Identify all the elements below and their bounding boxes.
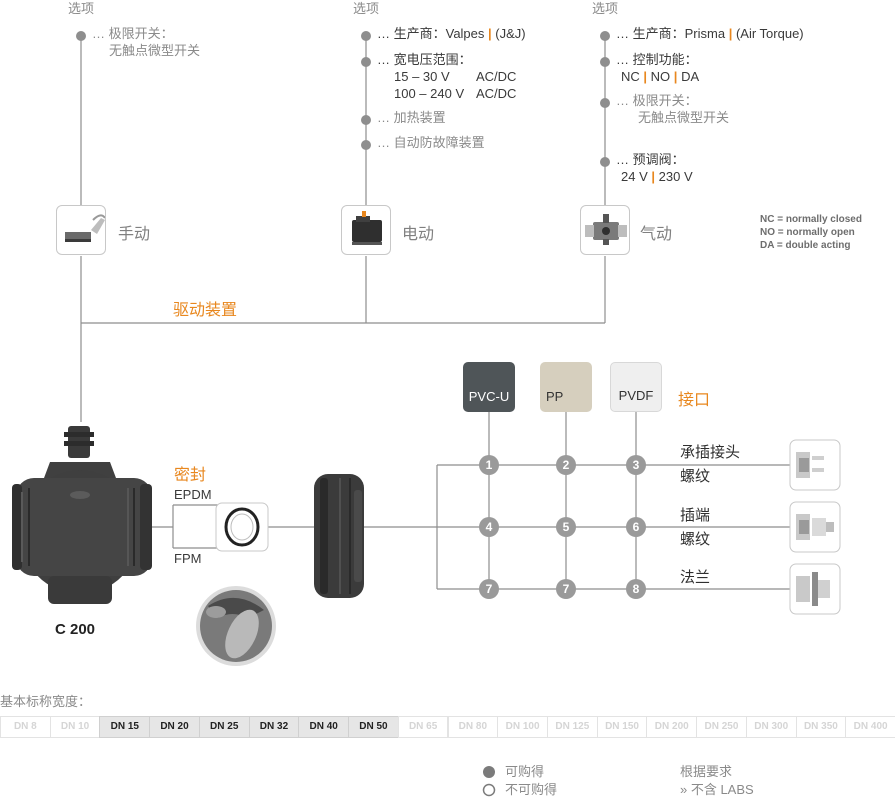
abbreviation-legend: NC = normally closed NO = normally open … [760,214,862,251]
connection-node: 2 [556,455,576,475]
seal-section-label: 密封 [174,467,207,484]
legend-unavailable-label: 不可购得 [505,782,558,797]
option-bullet [361,140,371,150]
material-tile-pvc-u: PVC-U [463,362,515,412]
manual-option-header: 选项 [68,1,95,16]
valve-name: C 200 [55,621,96,638]
dn-size-cell: DN 150 [596,716,648,738]
note-no-labs: » 不含 LABS [680,782,754,797]
dn-size-cell: DN 15 [99,716,151,738]
dn-size-cell: DN 65 [397,716,449,738]
pneumatic-option-limit-switch: … 极限开关： 无触点微型开关 [616,93,730,125]
manual-actuator-icon [56,205,106,255]
connection-node: 4 [479,517,499,537]
material-tile-pvdf: PVDF [610,362,662,412]
connection-section-label: 接口 [678,392,711,409]
dn-size-cell: DN 300 [745,716,797,738]
option-bullet [600,57,610,67]
option-bullet [600,98,610,108]
seal-material-fpm: FPM [174,551,202,566]
dn-size-cell: DN 8 [0,716,51,738]
option-bullet [600,31,610,41]
option-bullet [361,31,371,41]
connection-node: 7 [479,579,499,599]
pneumatic-option-control-function: … 控制功能： NC | NO | DA [616,52,700,84]
dn-size-cell: DN 400 [845,716,895,738]
manual-option-limit-switch: … 极限开关： 无触点微型开关 [92,26,201,58]
connection-node: 7 [556,579,576,599]
electric-option-manufacturer: … 生产商：Valpes | (J&J) [377,26,526,41]
pneumatic-option-pilot-valve: … 预调阀： 24 V | 230 V [616,152,693,184]
dn-size-cell: DN 10 [49,716,101,738]
dn-size-cell: DN 40 [298,716,350,738]
seal-material-epdm: EPDM [174,487,212,502]
dn-size-cell: DN 200 [646,716,698,738]
connection-node: 1 [479,455,499,475]
dn-size-cell: DN 250 [696,716,747,738]
electric-actuator-icon [341,205,391,255]
connection-node: 5 [556,517,576,537]
unavailable-dot-icon [482,783,496,797]
electric-option-heating: … 加热装置 [377,110,446,125]
pneumatic-option-header: 选项 [592,1,619,16]
dn-size-cell: DN 25 [198,716,250,738]
pneumatic-actuator-icon [580,205,630,255]
connection-type-spigot-thread: 插端 螺纹 [680,507,711,548]
electric-option-header: 选项 [353,1,380,16]
option-bullet [361,115,371,125]
legend-availability-icons [482,766,496,797]
option-bullet [76,31,86,41]
actuator-section-label: 驱动装置 [173,302,238,319]
electric-option-failsafe: … 自动防故障装置 [377,135,485,150]
pneumatic-actuator-label: 气动 [640,226,673,243]
valve-body-image [12,426,152,604]
dn-size-cell: DN 32 [248,716,300,738]
available-dot-icon [483,766,495,778]
note-on-request: 根据要求 [680,764,733,779]
connection-type-socket-thread: 承插接头 螺纹 [680,444,741,485]
connection-node: 8 [626,579,646,599]
connection-node: 6 [626,517,646,537]
dn-size-cell: DN 350 [795,716,847,738]
option-bullet [600,157,610,167]
manual-actuator-label: 手动 [118,226,151,243]
connection-type-flange: 法兰 [680,569,711,586]
dn-section-label: 基本标称宽度： [0,694,92,709]
connection-node: 3 [626,455,646,475]
dn-size-cell: DN 125 [546,716,598,738]
dn-size-cell: DN 50 [348,716,399,738]
pneumatic-option-manufacturer: … 生产商：Prisma | (Air Torque) [616,26,804,41]
dn-size-cell: DN 100 [497,716,548,738]
legend-available-label: 可购得 [505,764,545,779]
dn-size-cell: DN 80 [447,716,499,738]
option-bullet [361,57,371,67]
dn-size-cell: DN 20 [149,716,200,738]
electric-actuator-label: 电动 [402,226,435,243]
material-tile-pp: PP [540,362,592,412]
